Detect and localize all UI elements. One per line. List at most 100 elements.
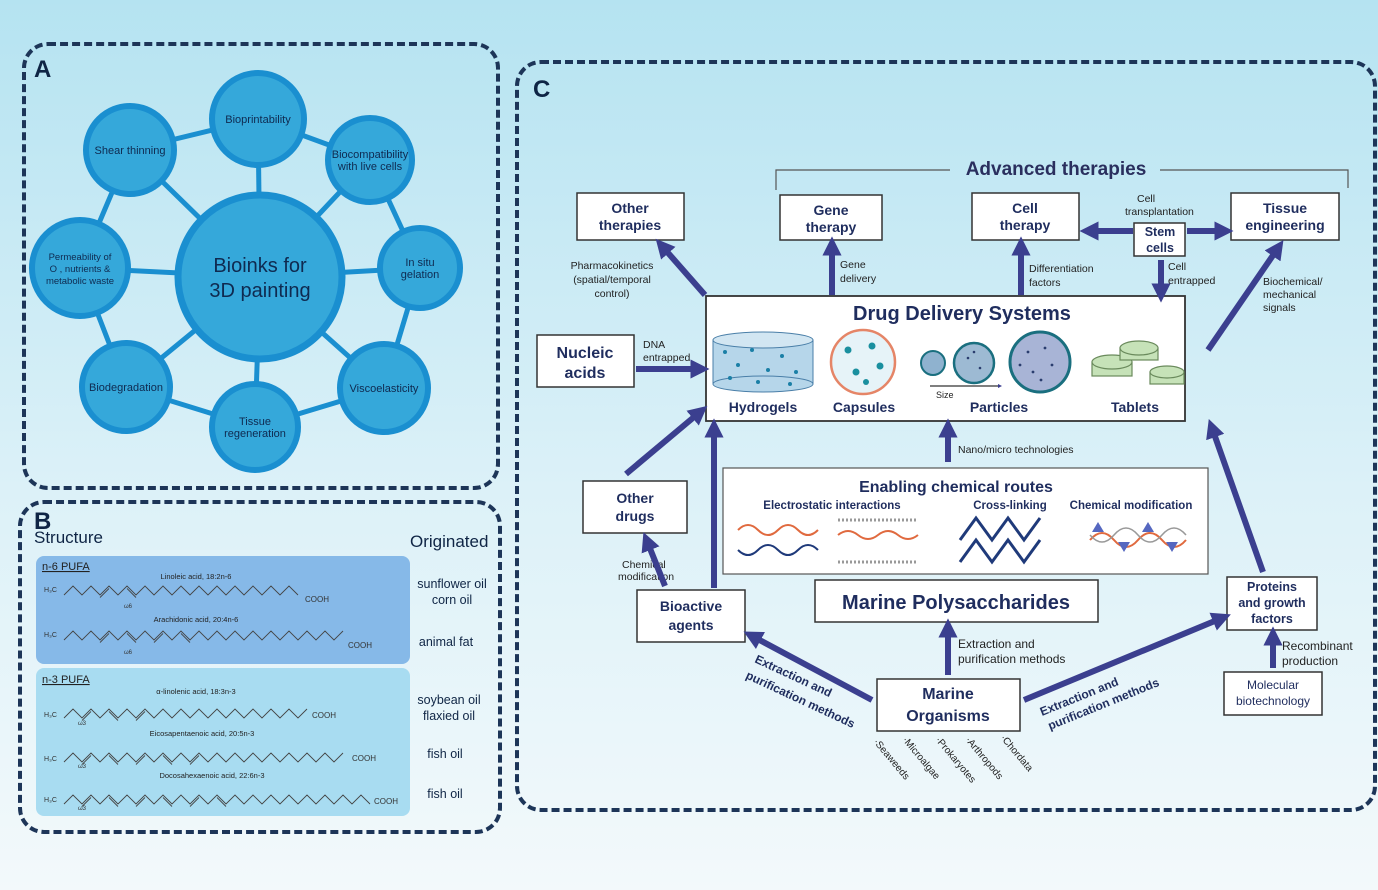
h3c-4: H₃C <box>44 756 57 763</box>
double-bond <box>135 755 146 765</box>
box-proteins: Proteins and growth factors <box>1226 576 1318 631</box>
biochemical-3: signals <box>1263 302 1296 314</box>
svg-text:Other: Other <box>616 490 654 506</box>
svg-text:Marine Polysaccharides: Marine Polysaccharides <box>842 592 1070 614</box>
pharmacokinetics-3: control) <box>594 288 629 300</box>
differentiation-2: factors <box>1029 277 1061 289</box>
h3c-1: H₃C <box>44 587 57 594</box>
acid-name-2: Arachidonic acid, 20:4n-6 <box>154 615 239 624</box>
double-bond <box>108 755 119 765</box>
carbon-chain <box>63 752 344 763</box>
pharmacokinetics-1: Pharmacokinetics <box>571 260 654 272</box>
property-node: Permeability ofO , nutrients &metabolic … <box>29 217 131 319</box>
hydrogel-icon <box>712 331 814 393</box>
panel-b-frame <box>18 500 502 834</box>
particles-icon <box>920 330 1072 394</box>
advanced-therapies-title: Advanced therapies <box>966 159 1147 180</box>
double-bond <box>99 633 110 643</box>
carbon-chain <box>63 585 299 596</box>
svg-text:therapies: therapies <box>599 217 661 233</box>
acid-name-1: Linoleic acid, 18:2n-6 <box>161 572 232 581</box>
svg-text:Bioactive: Bioactive <box>660 598 722 614</box>
property-node: Biodegradation <box>79 340 173 434</box>
box-other-therapies: Other therapies <box>576 192 685 241</box>
carbon-chain <box>63 708 308 719</box>
panel-a-frame <box>22 42 500 490</box>
svg-text:Proteins: Proteins <box>1247 580 1297 594</box>
extraction-mid-1: Extraction and <box>958 637 1035 651</box>
n3-title: n-3 PUFA <box>42 674 90 686</box>
label-particles: Particles <box>970 399 1029 415</box>
panel-a-letter: A <box>34 56 52 83</box>
svg-text:Organisms: Organisms <box>906 708 990 725</box>
double-bond <box>216 797 227 807</box>
cooh-4: COOH <box>352 754 376 763</box>
svg-text:and growth: and growth <box>1238 596 1305 610</box>
svg-text:Cell: Cell <box>1012 200 1038 216</box>
cell-transplantation-2: transplantation <box>1125 206 1194 218</box>
double-bond <box>126 633 137 643</box>
property-node-label: In situ <box>405 257 434 269</box>
electrostatic-illustration <box>737 518 919 564</box>
svg-text:Marine: Marine <box>922 686 974 703</box>
property-node-label: Biodegradation <box>89 382 163 394</box>
box-marine-organisms: Marine Organisms <box>876 678 1021 732</box>
n3-block <box>36 668 410 816</box>
modification-illustration <box>1089 522 1187 552</box>
enabling-title: Enabling chemical routes <box>859 479 1053 496</box>
omega-4: ω3 <box>78 764 87 770</box>
svg-text:Tissue: Tissue <box>1263 200 1307 216</box>
svg-text:factors: factors <box>1251 612 1293 626</box>
acid-name-4: Eicosapentaenoic acid, 20:5n-3 <box>150 729 255 738</box>
box-molecular-biotechnology: Molecular biotechnology <box>1223 671 1323 716</box>
center-line-1: Bioinks for <box>213 255 307 277</box>
flow-arrows <box>624 221 1284 703</box>
double-bond <box>81 755 92 765</box>
box-nucleic-acids: Nucleic acids <box>536 334 635 388</box>
carbon-chain <box>63 630 344 641</box>
omega-1: ω6 <box>124 604 133 610</box>
double-bond <box>108 797 119 807</box>
source-fish-oil-2: fish oil <box>427 787 462 801</box>
double-bond <box>81 711 92 721</box>
property-node-label: Permeability of <box>49 252 112 263</box>
double-bond <box>162 797 173 807</box>
double-bond <box>81 797 92 807</box>
label-capsules: Capsules <box>833 399 895 415</box>
property-node: Bioprintability <box>209 70 307 168</box>
acid-name-3: α-linolenic acid, 18:3n-3 <box>156 687 235 696</box>
box-marine-polysaccharides: Marine Polysaccharides <box>814 579 1099 623</box>
property-node-label: Viscoelasticity <box>350 383 419 395</box>
crosslinking-label: Cross-linking <box>973 500 1046 512</box>
crosslink-illustration <box>958 515 1042 565</box>
box-stem-cells: Stem cells <box>1133 222 1186 257</box>
cell-transplantation-1: Cell <box>1137 193 1155 205</box>
cell-entrapped-1: Cell <box>1168 261 1186 273</box>
property-node-label: gelation <box>401 269 440 281</box>
gene-delivery-1: Gene <box>840 259 866 271</box>
panel-c-frame <box>515 60 1377 812</box>
dna-label-2: entrapped <box>643 352 690 364</box>
double-bond <box>126 588 137 598</box>
differentiation-1: Differentiation <box>1029 263 1094 275</box>
h3c-3: H₃C <box>44 712 57 719</box>
property-node-label: regeneration <box>224 428 286 440</box>
electrostatic-label: Electrostatic interactions <box>763 500 900 512</box>
label-hydrogels: Hydrogels <box>729 399 798 415</box>
source-fish-oil-1: fish oil <box>427 747 462 761</box>
nano-label: Nano/micro technologies <box>958 444 1074 456</box>
chemical-modification-route-label: Chemical modification <box>1070 500 1193 512</box>
size-label: Size <box>936 390 954 400</box>
dna-label-1: DNA <box>643 339 665 351</box>
svg-text:Molecular: Molecular <box>1247 678 1299 692</box>
svg-text:Other: Other <box>611 200 649 216</box>
box-other-drugs: Other drugs <box>582 480 688 534</box>
box-tissue-engineering: Tissue engineering <box>1230 192 1340 241</box>
n6-block <box>36 556 410 664</box>
cooh-5: COOH <box>374 797 398 806</box>
double-bond <box>135 711 146 721</box>
